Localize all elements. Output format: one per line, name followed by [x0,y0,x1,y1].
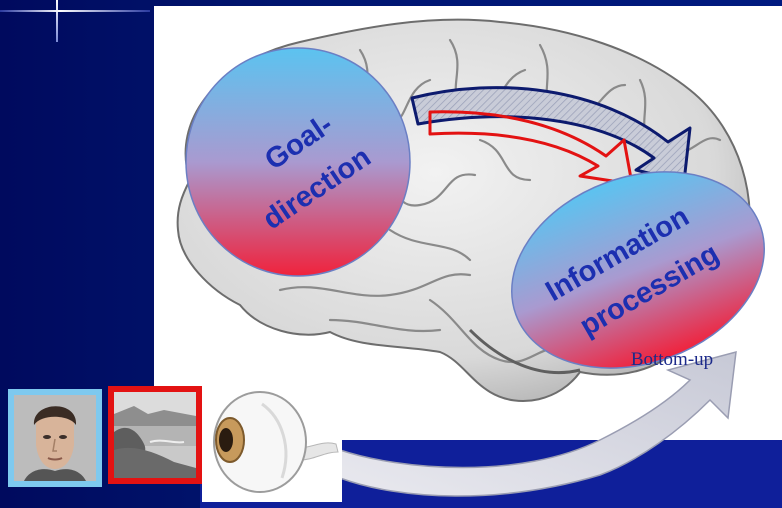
eye-area [202,378,342,502]
face-photo [14,395,96,481]
landscape-photo-thumbnail [108,386,202,484]
goal-direction-node: Goal- direction [186,48,410,276]
eye-icon [202,378,342,502]
landscape-photo [114,392,196,478]
bottom-up-label: Bottom-up [631,349,713,370]
face-photo-thumbnail [8,389,102,487]
